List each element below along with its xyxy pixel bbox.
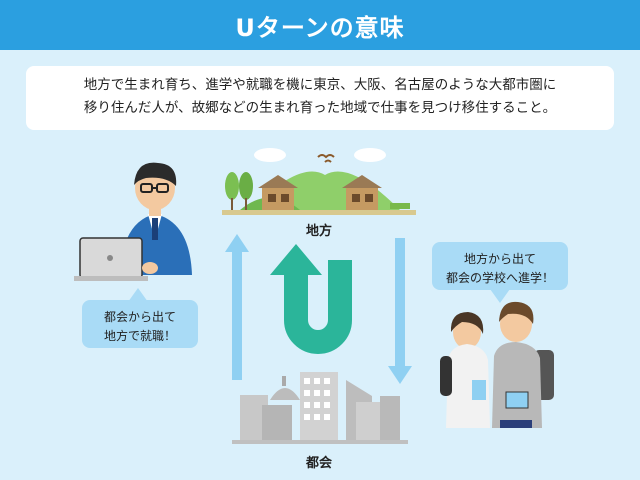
bubble-line: 都会から出て (103, 310, 176, 324)
bubble-pointer (490, 289, 510, 303)
bubble-pointer (128, 288, 148, 302)
speech-bubble-right: 地方から出て 都会の学校へ進学！ (432, 242, 568, 290)
speech-bubble-left: 都会から出て 地方で就職！ (82, 300, 198, 348)
bubble-line: 地方で就職！ (103, 329, 176, 343)
downward-arrow (388, 238, 412, 384)
rural-label: 地方 (306, 224, 333, 239)
description-line: 地方で生まれ育ち、進学や就職を機に東京、大阪、名古屋のような大都市圏に (83, 77, 557, 93)
students-icon (440, 301, 554, 428)
bubble-line: 地方から出て (463, 252, 536, 266)
businessman-with-laptop-icon (74, 162, 192, 281)
upward-arrow (225, 234, 249, 380)
city-label: 都会 (306, 456, 333, 471)
description-line: 移り住んだ人が、故郷などの生まれ育った地域で仕事を見つけ移住すること。 (83, 100, 557, 116)
u-turn-arrow-icon (270, 244, 352, 354)
bubble-line: 都会の学校へ進学！ (445, 271, 554, 285)
description-box: 地方で生まれ育ち、進学や就職を機に東京、大阪、名古屋のような大都市圏に 移り住ん… (26, 66, 614, 130)
page-title: Uターンの意味 (0, 0, 640, 50)
countryside-houses-icon (222, 148, 416, 215)
city-buildings-icon (232, 372, 408, 444)
